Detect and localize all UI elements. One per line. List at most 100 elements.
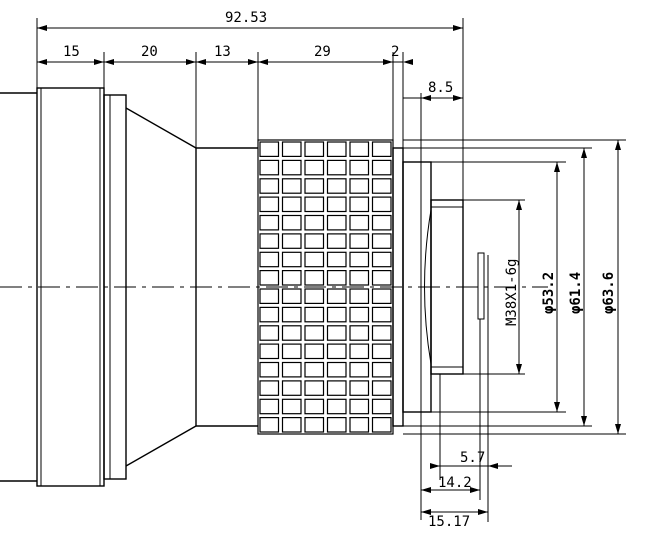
thread-spec-label: M38X1-6g xyxy=(504,259,520,326)
knurl-cell xyxy=(326,288,347,304)
diameter-arrows xyxy=(516,140,621,434)
knurl-cell xyxy=(371,159,392,176)
knurl-cell xyxy=(349,159,370,176)
knurl-cell xyxy=(371,270,392,286)
knurl-cell xyxy=(304,398,325,415)
knurl-cell xyxy=(304,233,325,249)
dia-63-6-label: φ63.6 xyxy=(601,272,617,314)
knurl-outline xyxy=(257,139,394,435)
knurl-cell xyxy=(304,417,325,433)
knurl-cell xyxy=(259,288,280,304)
knurl-cell xyxy=(304,141,325,157)
lens-body xyxy=(0,87,489,487)
knurl-cell xyxy=(259,196,280,213)
taper-bottom xyxy=(125,425,197,467)
knurl-cell xyxy=(349,306,370,323)
knurl-cell xyxy=(326,380,347,396)
knurl-cell xyxy=(326,159,347,176)
knurled-grip xyxy=(257,139,394,435)
knurl-cell xyxy=(304,325,325,341)
knurl-cell xyxy=(259,214,280,231)
knurl-cell xyxy=(349,417,370,433)
knurl-cell xyxy=(259,343,280,360)
knurl-cell xyxy=(349,214,370,231)
knurl-cell xyxy=(349,233,370,249)
dim-15-17: 15.17 xyxy=(428,514,470,530)
knurl-cell xyxy=(371,178,392,194)
knurl-cell xyxy=(371,380,392,396)
top-dimensions xyxy=(36,18,464,520)
knurl-cell xyxy=(281,270,302,286)
knurl-cell xyxy=(326,325,347,341)
knurl-cell xyxy=(326,178,347,194)
knurl-cell xyxy=(349,380,370,396)
dim-seg-29: 29 xyxy=(314,44,331,60)
knurl-cell xyxy=(281,141,302,157)
dim-seg-20: 20 xyxy=(141,44,158,60)
bottom-dimensions xyxy=(421,319,512,522)
knurl-cell xyxy=(371,214,392,231)
knurl-cell xyxy=(281,417,302,433)
knurl-cell xyxy=(304,306,325,323)
knurl-cell xyxy=(371,141,392,157)
knurl-cell xyxy=(371,251,392,268)
taper-top xyxy=(125,107,197,149)
knurl-cell xyxy=(371,325,392,341)
knurl-cell xyxy=(281,251,302,268)
knurl-cell xyxy=(259,141,280,157)
knurl-cell xyxy=(304,343,325,360)
knurl-cell xyxy=(259,270,280,286)
knurl-cell xyxy=(349,196,370,213)
knurl-cell xyxy=(349,361,370,378)
knurl-cell xyxy=(281,233,302,249)
dim-14-2: 14.2 xyxy=(438,475,472,491)
knurl-cell xyxy=(304,270,325,286)
knurl-cell xyxy=(371,233,392,249)
knurl-cell xyxy=(259,361,280,378)
knurl-cell xyxy=(281,214,302,231)
knurl-cell xyxy=(371,306,392,323)
knurl-cell xyxy=(326,306,347,323)
knurl-cell xyxy=(349,251,370,268)
knurl-cell xyxy=(326,398,347,415)
mount-thread xyxy=(430,199,464,375)
knurl-cell xyxy=(304,196,325,213)
knurl-cell xyxy=(259,159,280,176)
knurl-cell xyxy=(304,178,325,194)
knurl-cell xyxy=(304,214,325,231)
knurl-cell xyxy=(349,288,370,304)
knurl-cell xyxy=(349,398,370,415)
knurl-cell xyxy=(304,361,325,378)
knurl-cell xyxy=(326,343,347,360)
knurl-cell xyxy=(326,417,347,433)
knurl-cell xyxy=(371,343,392,360)
knurl-cell xyxy=(281,159,302,176)
dia-61-4-label: φ61.4 xyxy=(568,272,584,314)
knurl-cell xyxy=(371,398,392,415)
knurl-cell xyxy=(304,288,325,304)
dim-seg-13: 13 xyxy=(214,44,231,60)
knurl-cell xyxy=(281,306,302,323)
sensor-slot xyxy=(477,252,485,320)
knurl-cell xyxy=(326,196,347,213)
knurl-cell xyxy=(326,214,347,231)
knurl-cell xyxy=(304,380,325,396)
knurl-cell xyxy=(281,196,302,213)
knurl-cell xyxy=(349,270,370,286)
knurl-cell xyxy=(349,325,370,341)
dim-seg-2: 2 xyxy=(391,44,399,60)
knurl-cell xyxy=(326,270,347,286)
knurl-cell xyxy=(259,233,280,249)
knurl-cell xyxy=(326,361,347,378)
knurl-cell xyxy=(281,325,302,341)
knurl-cell xyxy=(281,361,302,378)
dim-seg-15: 15 xyxy=(63,44,80,60)
dim-overall-length: 92.53 xyxy=(225,10,267,26)
diameter-dimensions xyxy=(403,139,626,435)
knurl-cell xyxy=(349,343,370,360)
knurl-cell xyxy=(326,233,347,249)
dia-53-2-label: φ53.2 xyxy=(541,272,557,314)
knurl-cell xyxy=(326,251,347,268)
knurl-cell xyxy=(326,141,347,157)
